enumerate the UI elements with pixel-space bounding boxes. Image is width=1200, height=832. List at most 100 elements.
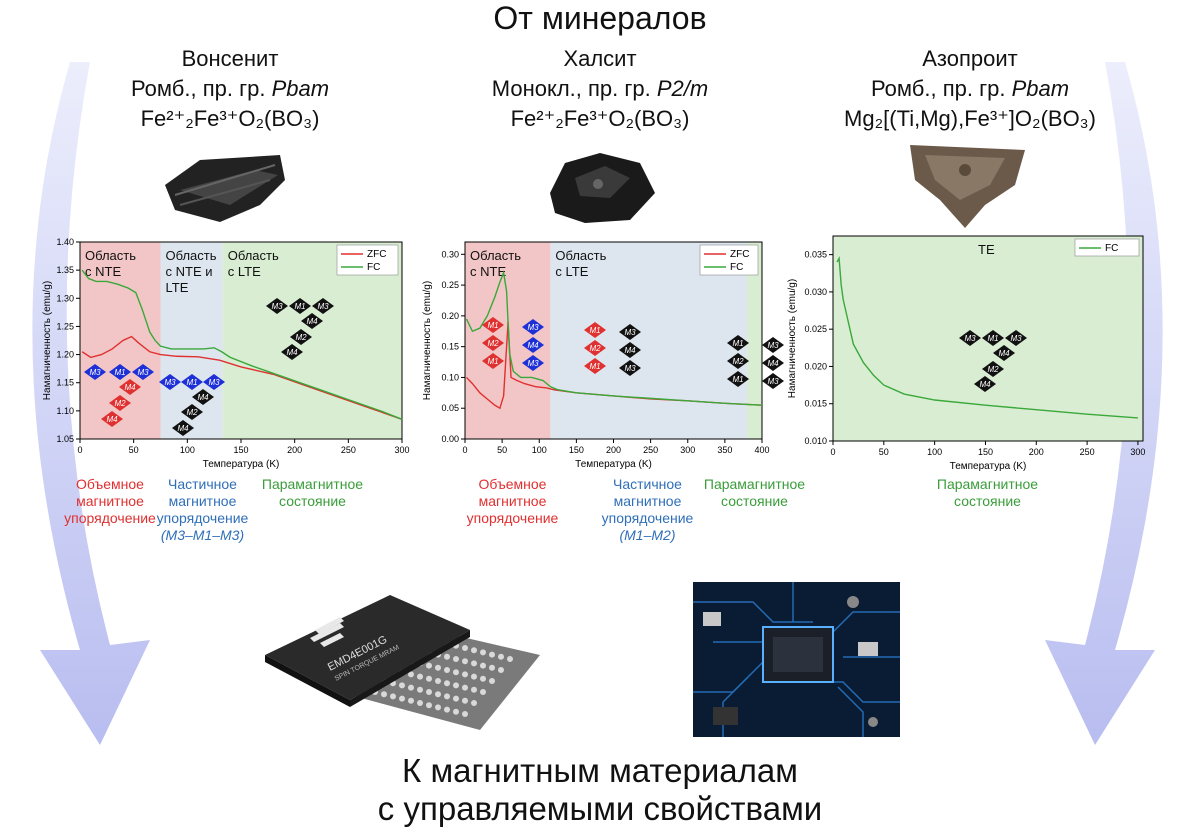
x-tick-label: 100 (927, 447, 942, 457)
solder-ball (381, 691, 387, 698)
solder-ball (471, 647, 477, 654)
svg-text:M2: M2 (114, 399, 126, 408)
solder-ball (462, 645, 468, 651)
solder-ball (426, 675, 432, 682)
plot-frame (832, 235, 1144, 442)
magnetic-sublattice-marker: M4 (522, 337, 544, 353)
svg-text:M4: M4 (177, 424, 189, 433)
solder-ball (507, 656, 513, 662)
solder-ball (471, 673, 477, 680)
x-tick-label: 200 (1029, 447, 1044, 457)
chip-logo (310, 617, 344, 647)
x-tick-label: 300 (1130, 447, 1145, 457)
region-label: Область (470, 248, 521, 263)
x-axis-label: Температура (K) (950, 461, 1027, 472)
circuit-board-image (693, 582, 900, 737)
svg-text:M1: M1 (987, 334, 998, 343)
solder-ball (399, 682, 405, 689)
region-label: с NTE и (166, 264, 213, 279)
magnetic-sublattice-marker: M4 (993, 345, 1015, 361)
magnetic-sublattice-marker: M2 (482, 335, 504, 351)
solder-ball (462, 697, 468, 704)
solder-ball (444, 706, 450, 713)
series-line-fc (465, 270, 763, 406)
region-label: Область (228, 248, 279, 263)
svg-text:M1: M1 (732, 339, 743, 348)
svg-text:M2: M2 (732, 357, 744, 366)
svg-text:M4: M4 (998, 349, 1010, 358)
mineral-photo-azoproite (910, 145, 1025, 228)
legend-label: FC (1105, 243, 1118, 254)
legend-label: ZFC (730, 249, 749, 260)
magnetic-sublattice-marker: M1 (584, 322, 606, 338)
mineral-header-2: Халсит Монокл., пр. гр. P2/m Fe²⁺₂Fe³⁺O₂… (450, 44, 750, 134)
svg-text:M1: M1 (589, 362, 600, 371)
mram-chip-image: EMD4E001G SPIN TORQUE MRAM (265, 595, 540, 730)
bottom-title-line2: с управляемыми свойствами (377, 790, 823, 827)
x-tick-label: 300 (394, 445, 409, 455)
solder-ball (489, 664, 495, 671)
solder-ball (453, 682, 459, 689)
y-tick-label: 0.015 (804, 399, 827, 409)
magnetic-sublattice-marker: M2 (290, 329, 312, 345)
svg-text:M3: M3 (767, 341, 779, 350)
magnetic-sublattice-marker: M3 (762, 373, 784, 389)
magnetic-sublattice-marker: M4 (301, 313, 323, 329)
mineral-system: Монокл., пр. гр. (491, 76, 657, 101)
svg-text:M3: M3 (964, 334, 976, 343)
legend-label: ZFC (367, 249, 386, 260)
x-tick-label: 150 (233, 445, 248, 455)
y-tick-label: 0.020 (804, 361, 827, 371)
bottom-title-line1: К магнитным материалам (402, 752, 798, 789)
series-line-fc (81, 269, 403, 420)
y-tick-label: 0.30 (441, 249, 459, 259)
svg-text:M3: M3 (271, 302, 283, 311)
top-title: От минералов (493, 0, 707, 36)
x-tick-label: 300 (680, 445, 695, 455)
right-arrow (1045, 62, 1163, 745)
magnetic-sublattice-marker: M3 (132, 364, 154, 380)
x-tick-label: 200 (606, 445, 621, 455)
region-label: с NTE (470, 264, 506, 279)
svg-text:M2: M2 (589, 344, 601, 353)
svg-text:M3: M3 (624, 364, 636, 373)
x-tick-label: 0 (830, 447, 835, 457)
y-tick-label: 1.05 (56, 434, 74, 444)
solder-ball (453, 695, 459, 702)
magnetic-sublattice-marker: M3 (762, 337, 784, 353)
region-label: Область (85, 248, 136, 263)
magnetic-sublattice-marker: M1 (727, 335, 749, 351)
solder-ball (480, 675, 486, 682)
magnetic-sublattice-marker: M4 (192, 389, 214, 405)
magnetic-sublattice-marker: M1 (482, 317, 504, 333)
svg-text:M3: M3 (317, 302, 329, 311)
solder-ball (435, 664, 441, 671)
magnetic-sublattice-marker: M2 (181, 404, 203, 420)
solder-ball (408, 684, 414, 691)
x-tick-label: 150 (569, 445, 584, 455)
solder-ball (498, 667, 504, 673)
y-tick-label: 1.20 (56, 350, 74, 360)
magnetic-sublattice-marker: M2 (584, 340, 606, 356)
magnetic-sublattice-marker: M2 (727, 353, 749, 369)
magnetic-sublattice-marker: M3 (312, 298, 334, 314)
svg-text:M4: M4 (624, 346, 636, 355)
solder-ball (444, 667, 450, 673)
region-band (747, 242, 762, 439)
solder-ball (435, 704, 441, 711)
svg-text:M4: M4 (306, 317, 318, 326)
solder-ball (426, 689, 432, 695)
y-tick-label: 1.10 (56, 406, 74, 416)
svg-text:M2: M2 (487, 339, 499, 348)
x-tick-label: 100 (532, 445, 547, 455)
magnetic-sublattice-marker: M3 (619, 360, 641, 376)
solder-ball (471, 686, 477, 693)
svg-text:M3: M3 (208, 378, 220, 387)
y-tick-label: 1.15 (56, 378, 74, 388)
solder-ball (489, 651, 495, 658)
